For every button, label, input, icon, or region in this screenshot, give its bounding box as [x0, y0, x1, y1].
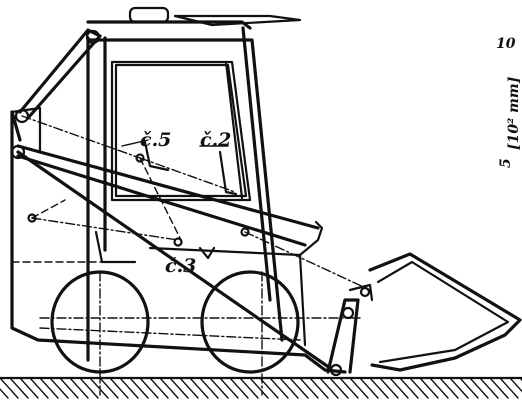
scale-annotation: 10 5 [10² mm]	[496, 36, 522, 168]
hatch-mark	[429, 377, 449, 399]
hatch-mark	[219, 377, 239, 399]
hatch-mark	[329, 377, 349, 399]
hatch-mark	[459, 377, 479, 399]
sensor-label-c5: č.5	[140, 129, 171, 151]
hatch-mark	[439, 377, 459, 399]
hatch-mark	[509, 377, 522, 393]
hatch-mark	[309, 377, 329, 399]
bucket	[368, 252, 522, 372]
hatch-mark	[199, 377, 219, 399]
hatch-mark	[399, 377, 419, 399]
hatch-mark	[79, 377, 99, 399]
hatch-mark	[379, 377, 399, 399]
hatch-mark	[419, 377, 439, 399]
hatch-mark	[349, 377, 369, 399]
hatch-mark	[69, 377, 89, 399]
hatch-mark	[99, 377, 119, 399]
hatch-mark	[49, 377, 69, 399]
sensor-label-c2: č.2	[200, 129, 231, 151]
hatch-mark	[299, 377, 319, 399]
hatch-mark	[489, 377, 509, 399]
hatch-mark	[389, 377, 409, 399]
scale-unit: [10² mm]	[506, 76, 522, 150]
hatch-mark	[479, 377, 499, 399]
hatch-mark	[319, 377, 339, 399]
hatch-mark	[259, 377, 279, 399]
hatch-mark	[39, 377, 59, 399]
hatch-mark	[59, 377, 79, 399]
hatch-mark	[129, 377, 149, 399]
scale-tick-top: 10	[496, 36, 516, 52]
machine-body	[10, 106, 347, 374]
hatch-mark	[239, 377, 259, 399]
hatch-mark	[179, 377, 199, 399]
measurement-points	[27, 153, 250, 247]
hatch-mark	[119, 377, 139, 399]
scale-tick-bottom: 5	[498, 158, 514, 168]
hatch-mark	[449, 377, 469, 399]
hatch-mark	[339, 377, 359, 399]
ground-hatch	[0, 376, 522, 399]
hatch-mark	[279, 377, 299, 399]
hatch-mark	[0, 377, 19, 399]
sensor-markers	[121, 139, 238, 260]
hatch-mark	[149, 377, 169, 399]
hatch-mark	[369, 377, 389, 399]
hatch-mark	[159, 377, 179, 399]
sensor-label-c3: č.3	[165, 255, 196, 277]
front-wheel	[200, 270, 300, 374]
hatch-mark	[189, 377, 209, 399]
hatch-mark	[269, 377, 289, 399]
hatch-mark	[19, 377, 39, 399]
bucket-linkage	[326, 283, 374, 377]
hatch-mark	[209, 377, 229, 399]
roof	[128, 6, 302, 27]
hatch-mark	[469, 377, 489, 399]
hatch-mark	[359, 377, 379, 399]
hatch-mark	[9, 377, 29, 399]
hatch-mark	[499, 377, 519, 399]
hatch-mark	[139, 377, 159, 399]
hatch-mark	[249, 377, 269, 399]
hatch-mark	[409, 377, 429, 399]
hatch-mark	[0, 388, 9, 399]
hatch-mark	[109, 377, 129, 399]
hatch-mark	[289, 377, 309, 399]
reference-lines	[11, 115, 371, 396]
hatch-mark	[229, 377, 249, 399]
hatch-mark	[89, 377, 109, 399]
hatch-mark	[169, 377, 189, 399]
hatch-mark	[29, 377, 49, 399]
